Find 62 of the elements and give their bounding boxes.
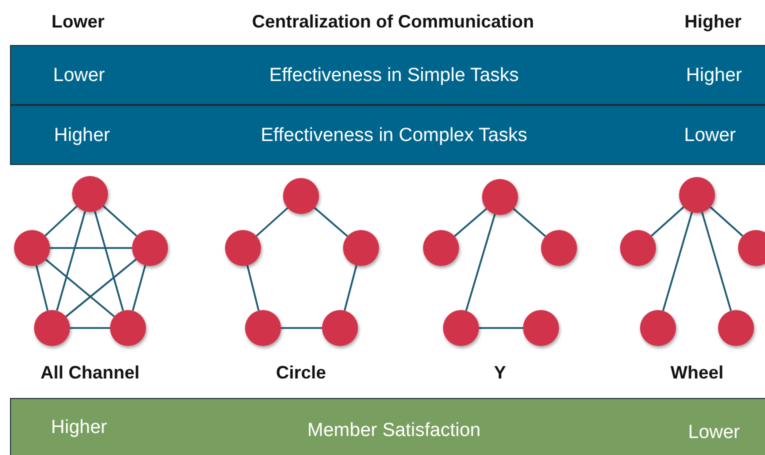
scale-heading: Centralization of Communication bbox=[252, 12, 534, 32]
band bbox=[10, 398, 765, 455]
network-node-circle bbox=[679, 177, 715, 213]
connector-line bbox=[662, 212, 693, 311]
network-node-circle bbox=[343, 230, 379, 266]
network-name: Y bbox=[494, 362, 506, 384]
network-name: Circle bbox=[276, 362, 326, 384]
connector-line bbox=[94, 211, 124, 311]
band-text: Higher bbox=[686, 65, 742, 87]
connector-line bbox=[479, 327, 523, 329]
connector-line bbox=[246, 265, 260, 311]
network-node-circle bbox=[541, 230, 577, 266]
connector-line bbox=[314, 207, 348, 237]
connector-line bbox=[465, 214, 496, 311]
band-text: Effectiveness in Complex Tasks bbox=[260, 125, 528, 147]
connector-line bbox=[281, 327, 322, 329]
network-node-circle bbox=[225, 230, 261, 266]
network-node-circle bbox=[620, 230, 656, 266]
network-node-circle bbox=[110, 310, 146, 346]
network-node-circle bbox=[443, 310, 479, 346]
network-name: All Channel bbox=[40, 362, 140, 384]
network-node-circle bbox=[245, 310, 281, 346]
scale-heading: Lower bbox=[52, 12, 104, 32]
network-node-circle bbox=[34, 310, 70, 346]
band-text: Effectiveness in Simple Tasks bbox=[269, 65, 519, 87]
connector-line bbox=[36, 265, 48, 311]
band bbox=[10, 45, 765, 105]
network-node-circle bbox=[322, 310, 358, 346]
connector-line bbox=[513, 208, 546, 237]
connector-line bbox=[70, 327, 110, 329]
connector-line bbox=[102, 205, 138, 237]
network-node-circle bbox=[283, 178, 319, 214]
connector-line bbox=[50, 247, 132, 249]
band bbox=[10, 105, 765, 165]
connector-line bbox=[256, 207, 288, 237]
connector-line bbox=[701, 212, 732, 311]
band-text: Lower bbox=[688, 422, 740, 444]
network-node-circle bbox=[132, 230, 168, 266]
network-node-circle bbox=[718, 310, 754, 346]
network-node-circle bbox=[523, 310, 559, 346]
band-text: Lower bbox=[684, 125, 736, 147]
network-node-circle bbox=[423, 230, 459, 266]
band-text: Lower bbox=[53, 65, 105, 87]
band-text: Higher bbox=[54, 125, 110, 147]
network-node-circle bbox=[482, 179, 518, 215]
network-node-circle bbox=[640, 310, 676, 346]
network-node-circle bbox=[738, 230, 765, 266]
scale-heading: Higher bbox=[684, 12, 742, 32]
network-node-circle bbox=[72, 176, 108, 212]
connector-line bbox=[56, 211, 86, 311]
connector-line bbox=[132, 265, 146, 311]
connector-line bbox=[344, 265, 358, 311]
band-text: Higher bbox=[51, 417, 107, 439]
band-text: Member Satisfaction bbox=[307, 420, 481, 442]
connector-line bbox=[454, 208, 487, 237]
connector-line bbox=[65, 258, 137, 318]
connector-line bbox=[44, 206, 78, 236]
network-node-circle bbox=[14, 230, 50, 266]
connector-line bbox=[710, 206, 744, 237]
connector-line bbox=[650, 206, 684, 237]
connector-line bbox=[45, 258, 115, 318]
network-name: Wheel bbox=[670, 362, 724, 384]
